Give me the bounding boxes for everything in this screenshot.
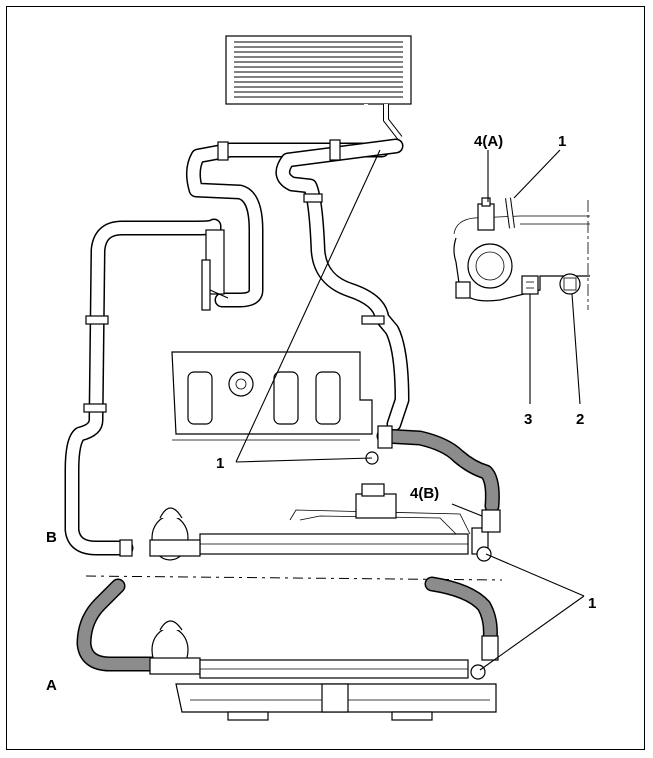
heater-core (225, 35, 412, 141)
label-4b: 4(B) (410, 485, 439, 502)
label-2: 2 (576, 411, 584, 428)
left-fitting-bracket (201, 229, 229, 311)
radiator-b (149, 483, 501, 562)
leader-lines (235, 149, 585, 671)
label-a: A (46, 677, 57, 694)
figure-frame (6, 6, 645, 750)
label-b: B (46, 529, 57, 546)
upper-hoses (64, 138, 410, 557)
engine-block (171, 351, 373, 441)
label-3: 3 (524, 411, 532, 428)
label-4a: 4(A) (474, 133, 503, 150)
engine-outlet-hose (365, 425, 500, 514)
callout-labels: 4(A) 1 3 2 1 4(B) B 1 A (46, 133, 596, 694)
label-1-top: 1 (558, 133, 566, 150)
label-1-right: 1 (588, 595, 596, 612)
radiator-a (76, 576, 499, 721)
label-1-mid: 1 (216, 455, 224, 472)
sensor-housing-inset (453, 197, 590, 310)
